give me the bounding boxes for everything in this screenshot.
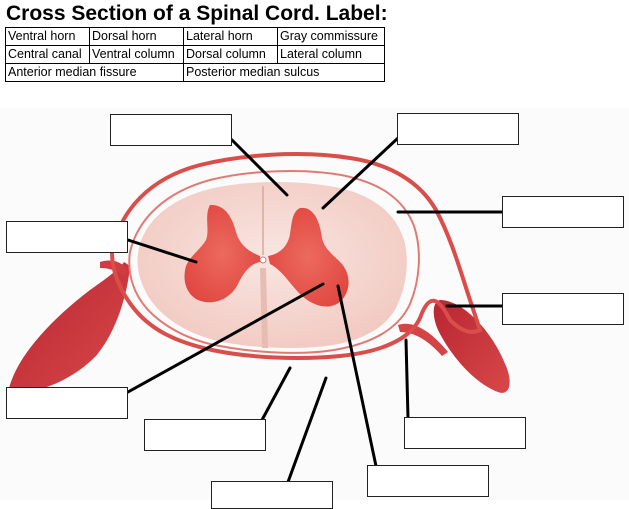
leader-line [321,136,400,210]
leader-line [230,138,289,197]
answer-box[interactable] [110,114,232,146]
word-bank-term: Ventral column [89,45,184,64]
leader-line [126,238,198,264]
anterior-median-fissure [260,268,268,348]
answer-box[interactable] [502,196,624,228]
word-bank-term: Lateral horn [183,27,278,46]
leader-line [260,366,292,422]
word-bank-term: Posterior median sulcus [183,63,385,82]
answer-box[interactable] [211,481,333,509]
worksheet-title: Cross Section of a Spinal Cord. Label: [6,2,388,25]
central-canal [259,256,267,264]
word-bank-term: Lateral column [277,45,385,64]
leader-line [286,376,328,484]
word-bank-table: Ventral horn Dorsal horn Lateral horn Gr… [5,27,385,82]
answer-box[interactable] [144,419,266,451]
answer-box[interactable] [6,387,128,419]
word-bank-term: Ventral horn [5,27,90,46]
pia-outline [128,170,420,354]
word-bank-row: Anterior median fissure Posterior median… [5,63,385,82]
left-spinal-nerve [8,262,130,394]
gray-matter-left [184,204,260,303]
leader-line [126,282,325,394]
leader-line [404,338,410,420]
answer-box[interactable] [6,221,128,253]
leader-lines [126,136,505,484]
answer-box[interactable] [397,113,519,145]
word-bank-term: Dorsal horn [89,27,184,46]
answer-box[interactable] [404,417,526,449]
answer-box[interactable] [367,465,489,497]
answer-box[interactable] [502,293,624,325]
word-bank-row: Ventral horn Dorsal horn Lateral horn Gr… [5,27,385,46]
word-bank-term: Anterior median fissure [5,63,184,82]
gray-matter-right [268,207,349,307]
leader-line [336,284,378,468]
